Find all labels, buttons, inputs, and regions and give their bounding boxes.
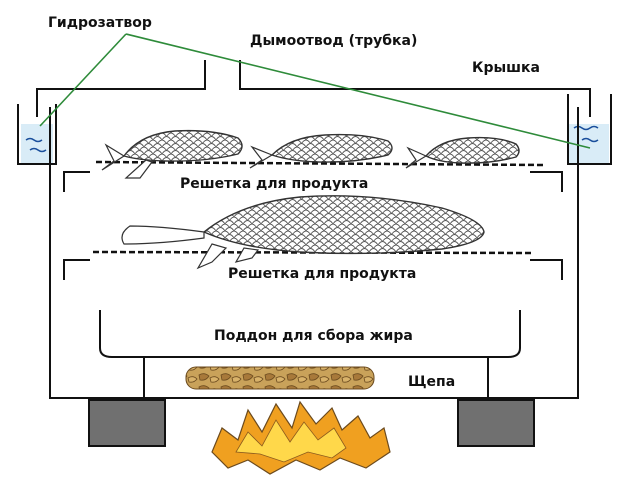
grease-tray: [99, 310, 521, 358]
upper-grate-line: [95, 160, 546, 167]
wood-chips-icon: [185, 366, 375, 390]
lower-grate-label: Решетка для продукта: [228, 266, 416, 282]
smoker-body: [49, 107, 579, 399]
fish-icon: [405, 136, 520, 169]
upper-grate-label: Решетка для продукта: [180, 176, 368, 192]
lid-label: Крышка: [472, 60, 540, 76]
chimney-label: Дымоотвод (трубка): [250, 33, 417, 49]
wood-chips-label: Щепа: [408, 374, 455, 390]
fire-icon: [211, 400, 391, 475]
water-seal-label: Гидрозатвор: [48, 15, 152, 31]
fish-icon: [101, 129, 243, 179]
water-seal-pointer: [39, 33, 591, 149]
smoker-lid: [36, 60, 591, 117]
chip-box: [143, 357, 489, 398]
left-foot: [88, 399, 166, 447]
left-water-seal: [17, 104, 57, 165]
grease-tray-label: Поддон для сбора жира: [214, 328, 413, 344]
right-foot: [457, 399, 535, 447]
fish-icon: [121, 195, 485, 270]
fish-icon: [249, 133, 393, 169]
